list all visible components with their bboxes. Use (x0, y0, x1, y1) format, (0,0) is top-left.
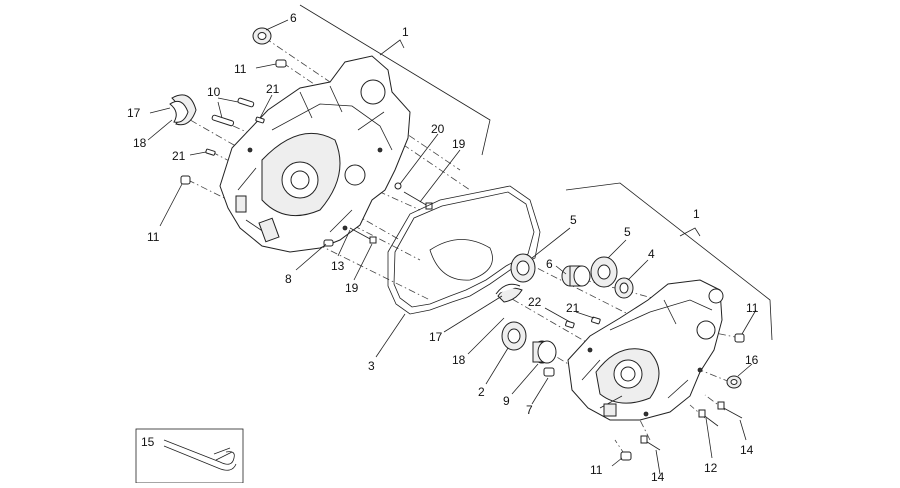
callout-18: 18 (452, 353, 466, 367)
callout-4: 4 (648, 247, 655, 261)
bearing-5-left (510, 253, 536, 283)
callout-12: 12 (704, 461, 718, 475)
callout-8: 8 (285, 272, 292, 286)
callout-15: 15 (141, 435, 155, 449)
group-bracket-left (299, 4, 491, 156)
callout-11: 11 (234, 62, 247, 76)
right-crankcase-half (567, 279, 724, 421)
callout-20: 20 (431, 122, 445, 136)
seal-ring-top (252, 27, 272, 45)
callout-5: 5 (570, 213, 577, 227)
callout-6: 6 (546, 257, 553, 271)
group-bracket-right (565, 182, 773, 341)
callout-14: 14 (740, 443, 754, 457)
pin-7 (543, 367, 555, 377)
left-crankcase-half (219, 55, 411, 253)
callout-6: 6 (290, 11, 297, 25)
sleeve-6 (561, 265, 591, 287)
callout-19: 19 (452, 137, 466, 151)
callout-21: 21 (566, 301, 580, 315)
small-pins-left (205, 97, 265, 156)
callout-labels: 1 1 2 3 4 5 5 6 6 7 8 9 10 11 11 11 11 1… (127, 11, 759, 484)
leader-lines (147, 19, 757, 475)
callout-17: 17 (429, 330, 443, 344)
callout-1: 1 (693, 207, 700, 221)
callout-21: 21 (172, 149, 186, 163)
callout-21: 21 (266, 82, 280, 96)
callout-18: 18 (133, 136, 147, 150)
bearing-5-right (590, 256, 618, 288)
bearing-shell-middle (495, 283, 523, 303)
bearing-shell-left (169, 94, 197, 126)
callout-19: 19 (345, 281, 359, 295)
callout-11: 11 (147, 230, 160, 244)
callout-1: 1 (402, 25, 409, 39)
bolts-washer-middle (323, 182, 433, 247)
callout-2: 2 (478, 385, 485, 399)
bearing-2 (501, 321, 527, 351)
dowel-pins-left (180, 59, 287, 185)
callout-9: 9 (503, 394, 510, 408)
callout-13: 13 (331, 259, 345, 273)
callout-3: 3 (368, 359, 375, 373)
callout-14: 14 (651, 470, 665, 483)
callout-10: 10 (207, 85, 221, 99)
callout-11: 11 (590, 463, 603, 477)
small-pins-middle (565, 316, 601, 329)
sleeve-9 (532, 340, 557, 364)
callout-17: 17 (127, 106, 141, 120)
callout-11: 11 (746, 301, 759, 315)
callout-7: 7 (526, 403, 533, 417)
callout-5: 5 (624, 225, 631, 239)
callout-22: 22 (528, 295, 542, 309)
crankcase-gasket (387, 185, 541, 315)
right-hardware (620, 333, 745, 461)
callout-16: 16 (745, 353, 759, 367)
seal-4 (614, 277, 634, 299)
